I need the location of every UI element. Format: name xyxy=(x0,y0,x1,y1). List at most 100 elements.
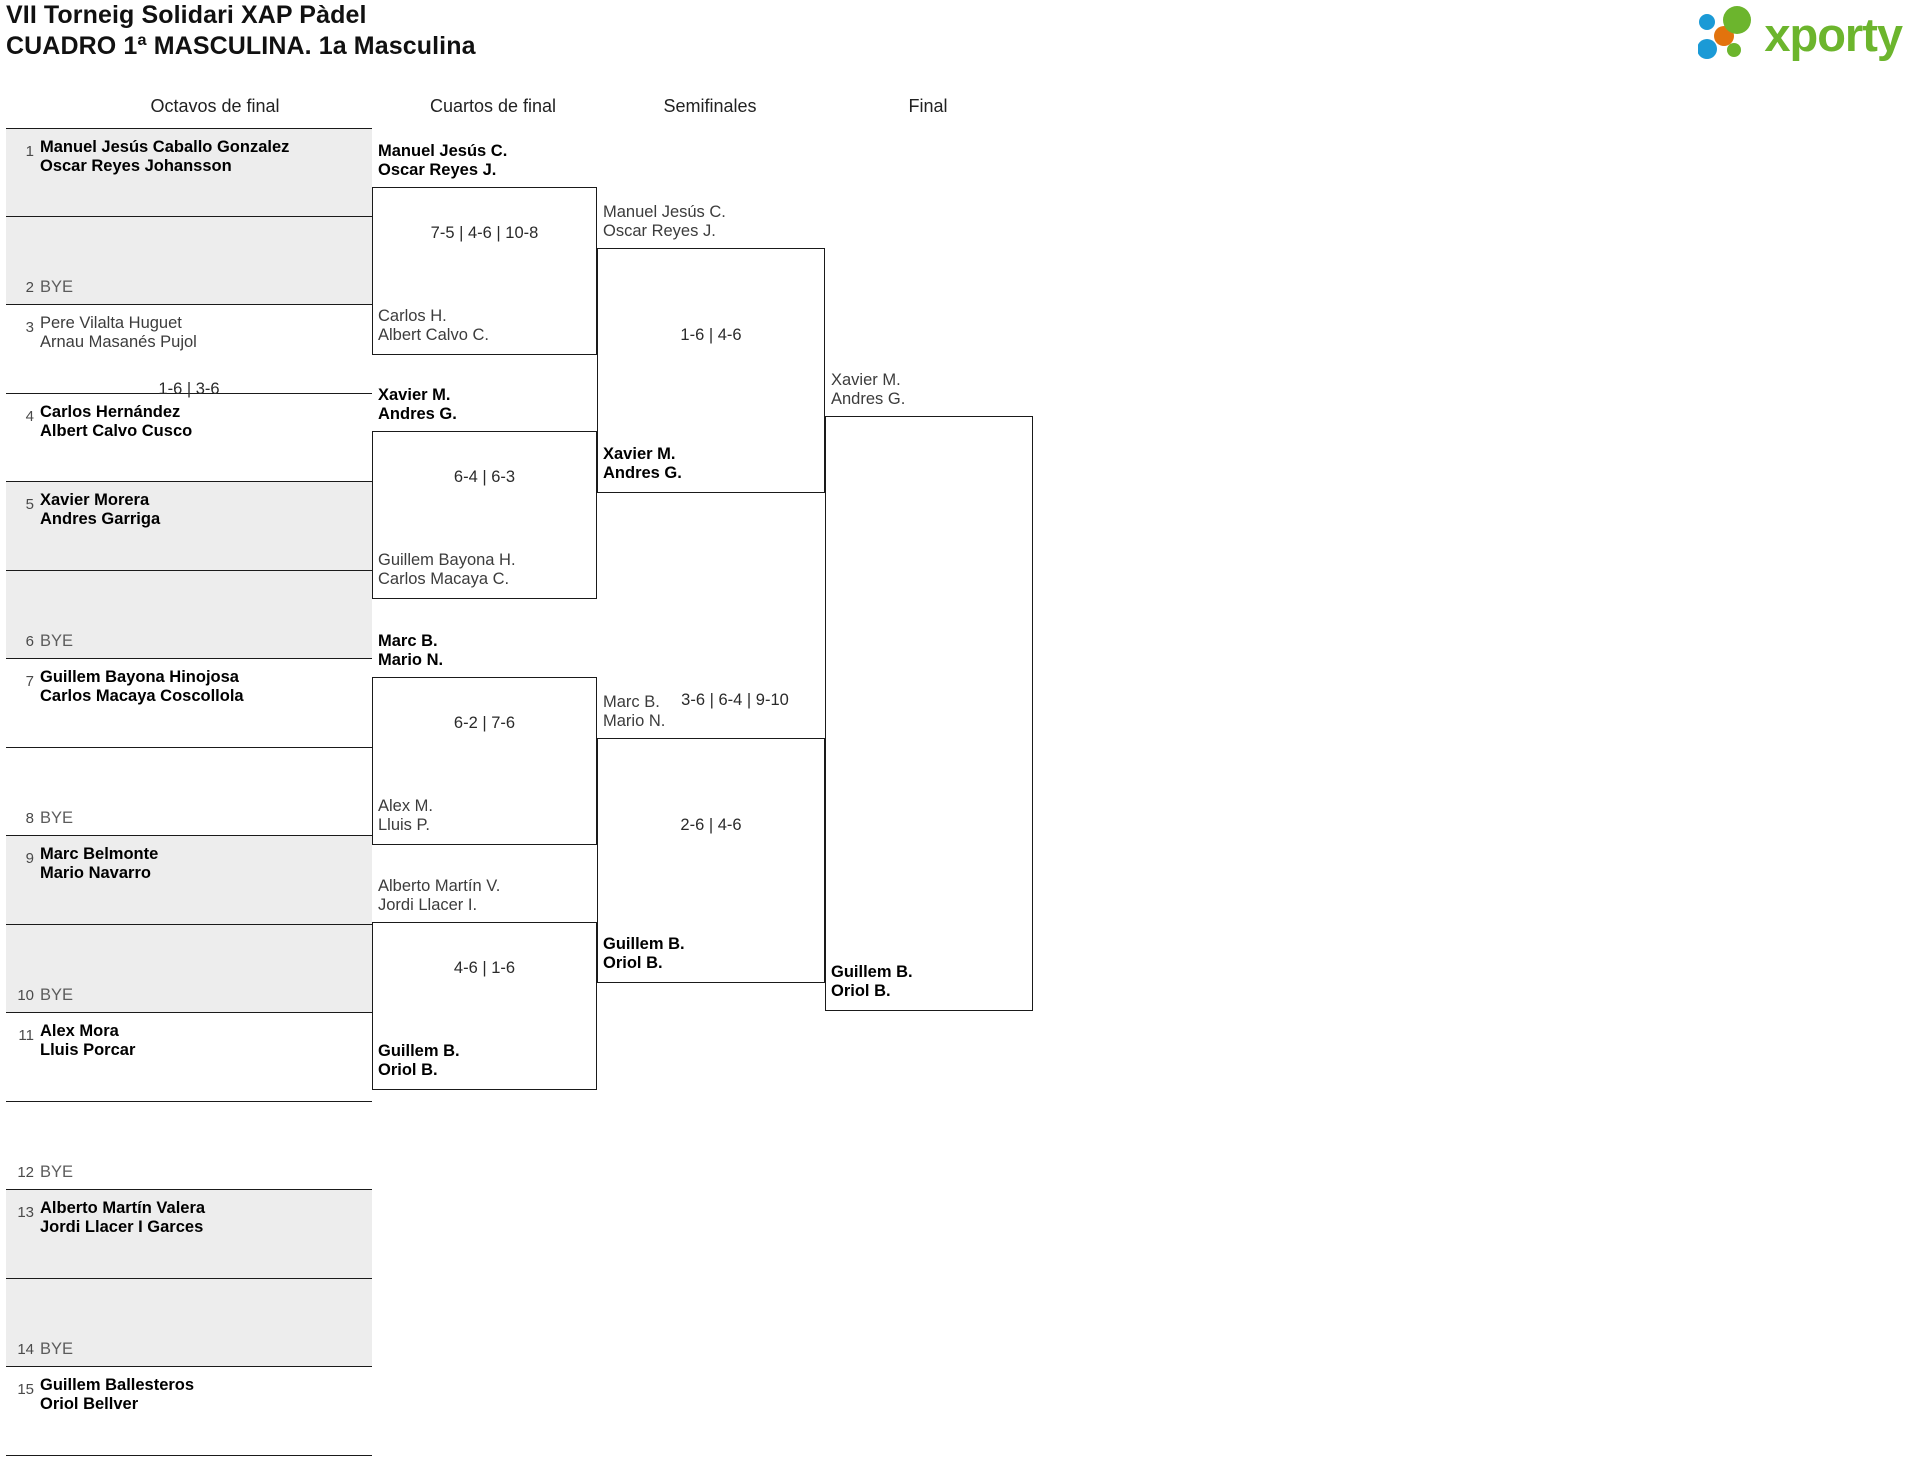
player-name: Manuel Jesús C. xyxy=(603,203,726,221)
player-name: Xavier M. xyxy=(831,371,901,389)
match-connector-box xyxy=(372,431,597,599)
bracket-slot-row[interactable]: 14 BYE xyxy=(6,1278,372,1367)
player-name: Oscar Reyes J. xyxy=(378,161,497,179)
player-name: Guillem Ballesteros xyxy=(40,1376,195,1394)
bracket-slot-row[interactable]: 10 BYE xyxy=(6,924,372,1013)
bracket-slot-row[interactable]: 6 BYE xyxy=(6,570,372,659)
player-name: Alex Mora xyxy=(40,1022,119,1040)
player-name: Oriol B. xyxy=(831,982,891,1000)
player-name: Jordi Llacer I Garces xyxy=(40,1218,204,1236)
tournament-title: VII Torneig Solidari XAP Pàdel xyxy=(6,1,367,29)
player-name: Mario Navarro xyxy=(40,864,151,882)
player-name: Carlos H. xyxy=(378,307,447,325)
player-name: Oriol B. xyxy=(378,1061,438,1079)
seed-number: 4 xyxy=(25,407,34,425)
player-name: Arnau Masanés Pujol xyxy=(40,333,197,351)
bracket-slot-row[interactable]: 16BYE xyxy=(6,1455,372,1459)
bye-label: BYE xyxy=(40,632,74,650)
bracket-slot-row[interactable]: 2 BYE xyxy=(6,216,372,305)
seed-number: 5 xyxy=(25,496,34,513)
player-name: Marc B. xyxy=(603,693,660,711)
player-name: Andres Garriga xyxy=(40,510,161,528)
player-name: Marc B. xyxy=(378,632,438,650)
seed-number: 1 xyxy=(25,143,34,160)
match-connector-box xyxy=(372,187,597,355)
player-name: Mario N. xyxy=(603,712,666,730)
match-score: 1-6 | 3-6 xyxy=(158,379,220,398)
player-name: Andres G. xyxy=(831,390,906,408)
seed-number: 13 xyxy=(17,1204,34,1221)
seed-number: 6 xyxy=(25,633,34,650)
player-name: Alberto Martín Valera xyxy=(40,1199,206,1217)
player-name: Lluis P. xyxy=(378,816,430,834)
seed-number: 2 xyxy=(25,279,34,296)
match-score: 3-6 | 6-4 | 9-10 xyxy=(681,691,789,709)
seed-number: 9 xyxy=(25,850,34,867)
seed-number: 15 xyxy=(17,1381,34,1398)
player-name: Xavier M. xyxy=(603,445,676,463)
seed-number: 12 xyxy=(17,1164,34,1181)
player-name: Carlos Macaya C. xyxy=(378,570,510,588)
seed-number: 10 xyxy=(17,987,34,1004)
player-name: Manuel Jesús C. xyxy=(378,142,508,160)
player-name: Andres G. xyxy=(378,405,457,423)
player-name: Mario N. xyxy=(378,651,444,669)
bye-label: BYE xyxy=(40,986,74,1004)
bye-label: BYE xyxy=(40,1163,74,1181)
round-header-cuartos: Cuartos de final xyxy=(429,96,557,116)
bracket-slot-row[interactable]: 12 BYE xyxy=(6,1101,372,1190)
player-name: Lluis Porcar xyxy=(40,1041,136,1059)
match-score: 4-6 | 1-6 xyxy=(453,959,516,977)
seed-number: 11 xyxy=(18,1027,34,1044)
bracket-subtitle: CUADRO 1ª MASCULINA. 1a Masculina xyxy=(6,32,476,60)
player-name: Manuel Jesús Caballo Gonzalez xyxy=(40,138,290,156)
player-name: Guillem Bayona H. xyxy=(378,551,516,569)
round-header-final: Final xyxy=(908,96,948,116)
player-name: Guillem B. xyxy=(603,935,685,953)
player-name: Marc Belmonte xyxy=(40,845,159,863)
match-connector-box xyxy=(825,416,1033,1011)
seed-number: 7 xyxy=(25,673,34,690)
player-name: Carlos Macaya Coscollola xyxy=(40,687,244,705)
bye-label: BYE xyxy=(40,278,74,296)
round-header-octavos: Octavos de final xyxy=(150,96,280,116)
match-connector-box xyxy=(372,922,597,1090)
bye-label: BYE xyxy=(40,1340,74,1358)
player-name: Oriol Bellver xyxy=(40,1395,139,1413)
player-name: Albert Calvo C. xyxy=(378,326,489,344)
player-name: Guillem B. xyxy=(831,963,913,981)
seed-number: 8 xyxy=(25,810,34,827)
player-name: Andres G. xyxy=(603,464,682,482)
player-name: Guillem Bayona Hinojosa xyxy=(40,668,239,686)
match-connector-box xyxy=(597,248,825,493)
match-score: 6-4 | 6-3 xyxy=(453,468,516,486)
player-name: Carlos Hernández xyxy=(40,402,181,421)
player-name: Alberto Martín V. xyxy=(378,877,501,895)
xporty-logo: xporty xyxy=(1698,6,1903,62)
player-name: Albert Calvo Cusco xyxy=(40,421,193,440)
logo-wordmark: xporty xyxy=(1764,7,1903,61)
logo-dots-icon xyxy=(1698,6,1752,59)
match-score: 1-6 | 4-6 xyxy=(680,326,742,344)
player-name: Xavier Morera xyxy=(40,491,150,509)
seed-number: 3 xyxy=(25,319,34,336)
player-name: Xavier M. xyxy=(378,386,451,404)
player-name: Pere Vilalta Huguet xyxy=(40,314,182,332)
player-name: Guillem B. xyxy=(378,1042,460,1060)
player-name: Oscar Reyes Johansson xyxy=(40,157,232,175)
round-header-semifinales: Semifinales xyxy=(663,96,757,116)
seed-number: 14 xyxy=(17,1341,34,1358)
player-name: Alex M. xyxy=(378,797,434,815)
player-name: Jordi Llacer I. xyxy=(378,896,478,914)
